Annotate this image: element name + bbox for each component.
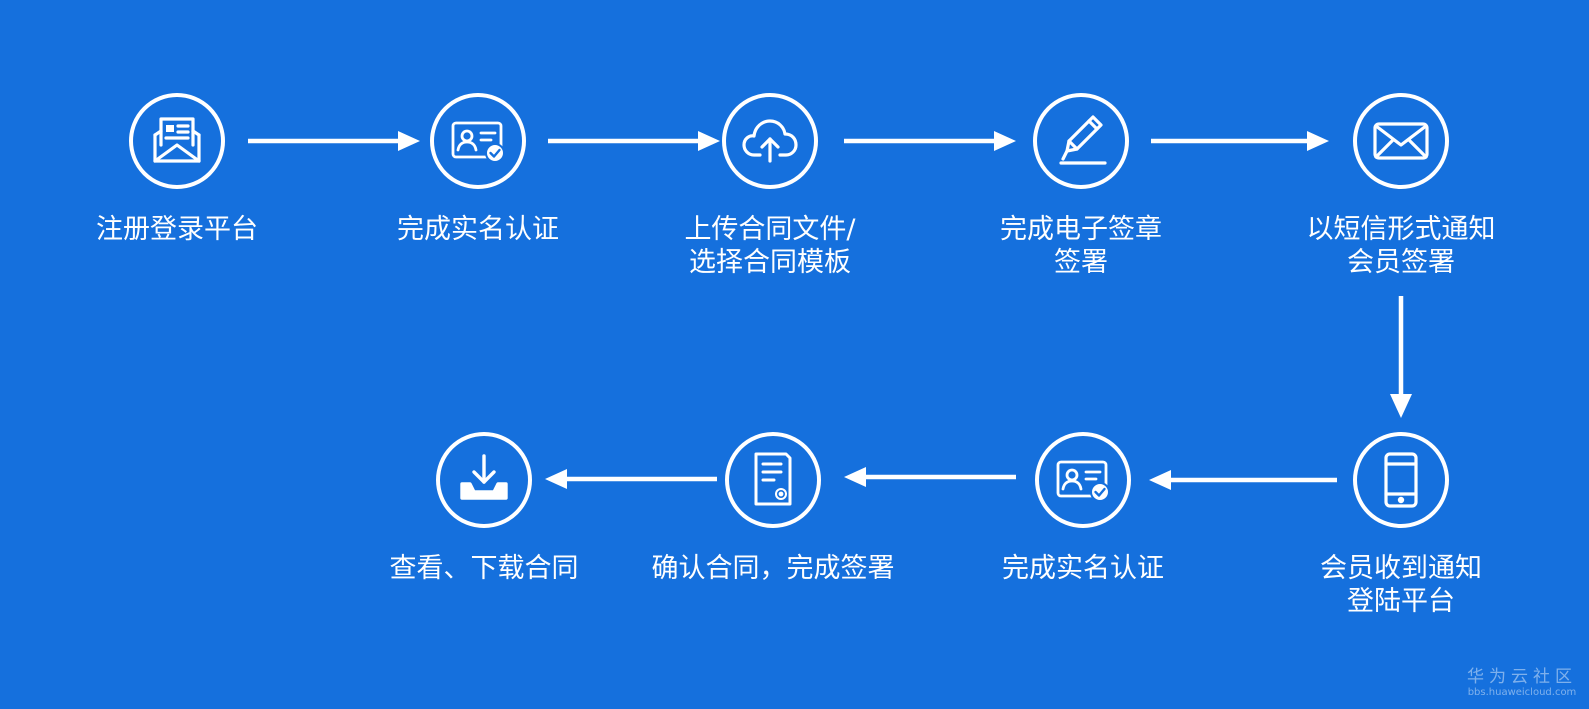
arrow-down <box>1389 296 1413 418</box>
arrow-left <box>844 467 1016 487</box>
step-label-line1: 完成实名认证 <box>1002 553 1164 584</box>
step-icon-circle <box>1353 93 1449 189</box>
watermark: 华为云社区 bbs.huaweicloud.com <box>1467 667 1577 699</box>
step-label: 上传合同文件/ 选择合同模板 <box>640 213 900 279</box>
arrow-left <box>1149 470 1337 490</box>
step-icon-circle <box>430 93 526 189</box>
step-label-line1: 完成电子签章 <box>1000 214 1162 245</box>
step-label: 完成实名认证 <box>953 552 1213 585</box>
step-label-line2: 登陆平台 <box>1347 586 1455 617</box>
step-icon-circle <box>1033 93 1129 189</box>
step-label-line1: 以短信形式通知 <box>1306 214 1496 245</box>
id-card-verified-icon <box>451 121 505 163</box>
mobile-phone-icon <box>1384 452 1418 508</box>
step-icon-circle <box>1035 432 1131 528</box>
step-icon-circle <box>1353 432 1449 528</box>
step-label-line1: 完成实名认证 <box>397 214 559 245</box>
newsletter-envelope-icon <box>153 117 201 163</box>
mail-icon <box>1373 122 1429 160</box>
step-label: 确认合同，完成签署 <box>643 552 903 585</box>
cloud-upload-icon <box>742 119 798 163</box>
arrow-right <box>844 131 1016 151</box>
step-label-line1: 上传合同文件/ <box>684 214 856 245</box>
watermark-url: bbs.huaweicloud.com <box>1467 687 1577 698</box>
arrow-right <box>248 131 420 151</box>
step-label: 注册登录平台 <box>47 213 307 246</box>
arrow-right <box>548 131 720 151</box>
step-icon-circle <box>129 93 225 189</box>
step-label: 完成实名认证 <box>348 213 608 246</box>
step-label-line2: 选择合同模板 <box>689 247 851 278</box>
step-label: 会员收到通知 登陆平台 <box>1271 552 1531 618</box>
pen-sign-icon <box>1059 115 1107 165</box>
step-label-line2: 签署 <box>1054 247 1108 278</box>
step-label: 以短信形式通知 会员签署 <box>1271 213 1531 279</box>
step-label-line1: 确认合同，完成签署 <box>651 553 895 584</box>
step-label-line1: 会员收到通知 <box>1320 553 1482 584</box>
arrow-right <box>1151 131 1329 151</box>
step-icon-circle <box>436 432 532 528</box>
arrow-left <box>545 469 717 489</box>
contract-document-icon <box>754 452 792 506</box>
step-label-line1: 注册登录平台 <box>96 214 258 245</box>
watermark-brand: 华为云社区 <box>1467 667 1577 687</box>
id-card-verified-icon <box>1056 460 1110 502</box>
step-label: 查看、下载合同 <box>354 552 614 585</box>
step-icon-circle <box>722 93 818 189</box>
step-label-line2: 会员签署 <box>1347 247 1455 278</box>
step-label-line1: 查看、下载合同 <box>389 553 579 584</box>
download-tray-icon <box>460 454 508 500</box>
step-label: 完成电子签章 签署 <box>951 213 1211 279</box>
step-icon-circle <box>725 432 821 528</box>
